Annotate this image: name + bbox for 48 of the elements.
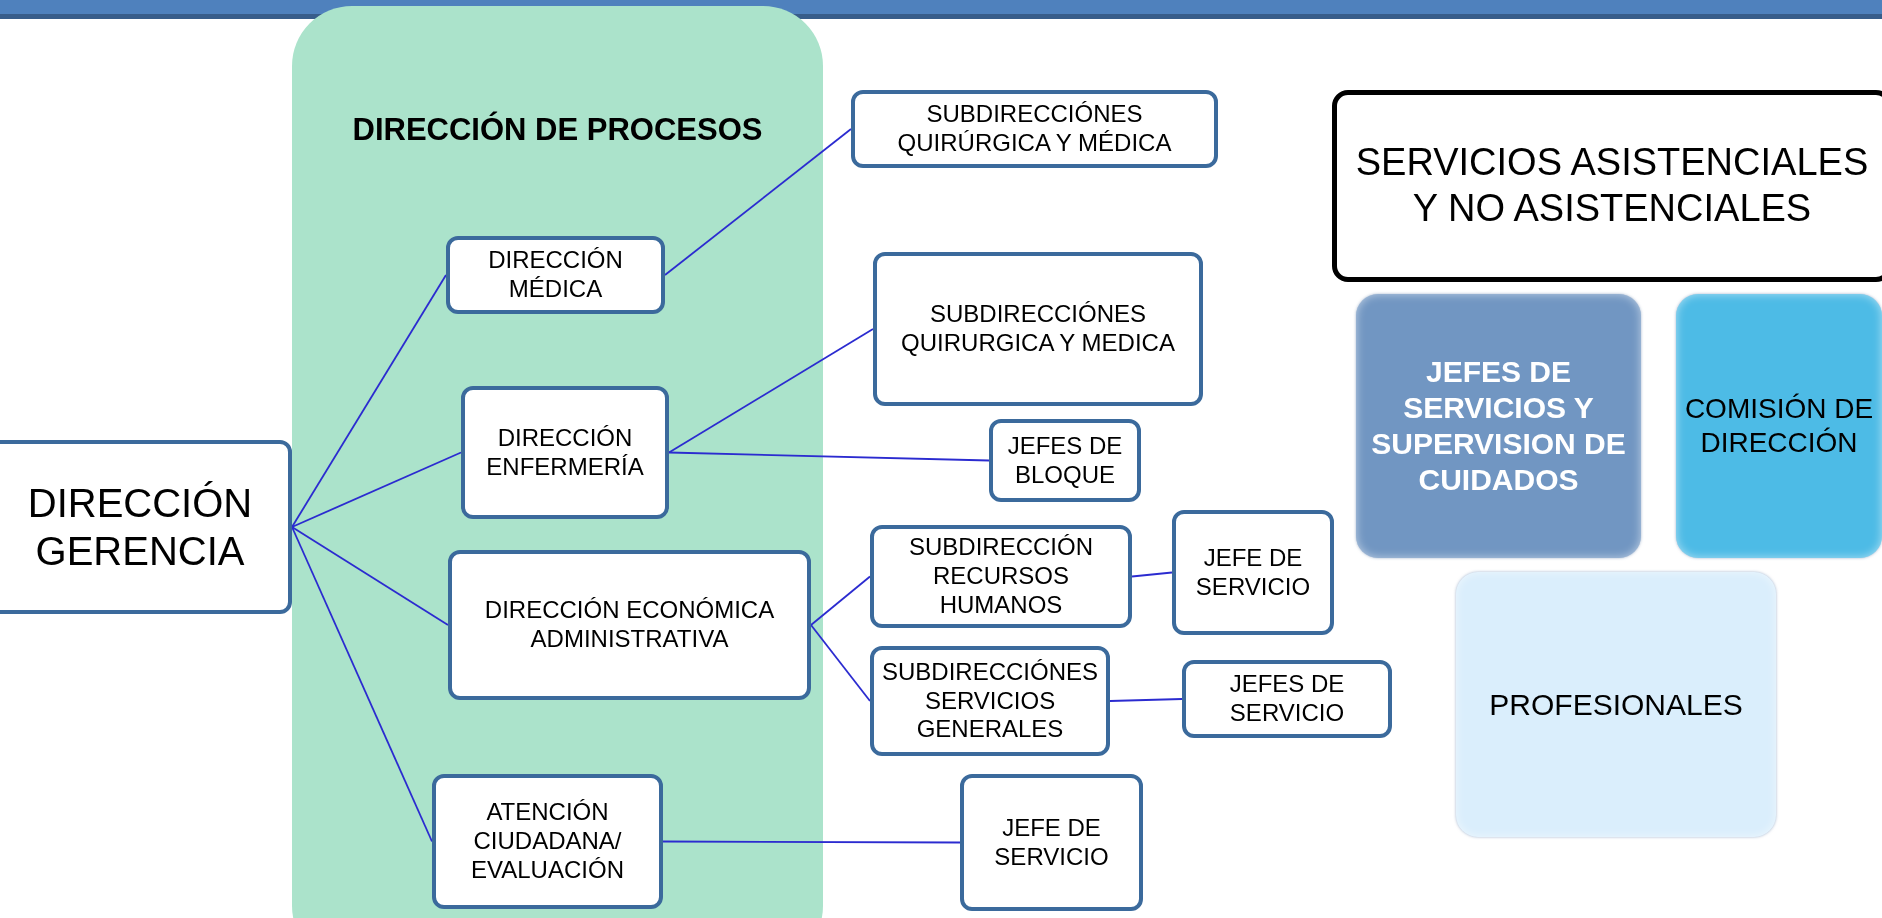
role-tile <box>1676 294 1882 558</box>
connector-line <box>810 624 871 702</box>
box-label: JEFES DE SERVICIOS Y SUPERVISION DE CUIDADOS <box>1370 354 1627 498</box>
box-label: JEFES DE BLOQUE <box>1006 431 1124 490</box>
process-box <box>432 774 663 909</box>
box-label: DIRECCIÓN ECONÓMICA ADMINISTRATIVA <box>483 596 776 654</box>
box-label: ATENCIÓN CIUDADANA/ EVALUACIÓN <box>470 798 625 885</box>
role-tile <box>1456 572 1776 837</box>
connector-line <box>662 840 961 844</box>
group-panel <box>292 6 823 918</box>
box-label: SUBDIRECCIÓN RECURSOS HUMANOS <box>908 533 1094 620</box>
process-box <box>960 774 1143 911</box>
process-box <box>446 236 665 314</box>
box-label: JEFES DE SERVICIO <box>1228 670 1346 728</box>
category-box <box>1332 90 1882 282</box>
process-box <box>1182 660 1392 738</box>
process-box <box>870 525 1132 628</box>
connector-line <box>291 274 447 528</box>
box-label: DIRECCIÓN ENFERMERÍA <box>485 423 645 482</box>
box-label: SUBDIRECCIÓNES QUIRÚRGICA Y MÉDICA <box>896 100 1173 158</box>
process-box <box>461 386 669 519</box>
box-label: PROFESIONALES <box>1488 686 1744 723</box>
box-label: DIRECCIÓN GERENCIA <box>26 480 254 575</box>
box-label: SUBDIRECCIÓNES QUIRURGICA Y MEDICA <box>900 300 1176 358</box>
box-label: DIRECCIÓN MÉDICA <box>487 246 624 304</box>
connector-line <box>291 526 449 626</box>
process-box <box>870 646 1110 756</box>
process-box <box>0 440 292 614</box>
role-tile <box>1356 294 1641 558</box>
connector-line <box>668 328 874 454</box>
connector-line <box>1131 571 1173 578</box>
process-box <box>989 419 1141 502</box>
box-label: JEFE DE SERVICIO <box>1194 543 1312 602</box>
panel-heading: DIRECCIÓN DE PROCESOS <box>351 111 764 149</box>
process-box <box>851 90 1218 168</box>
process-box <box>873 252 1203 406</box>
connector-line <box>664 128 852 276</box>
box-label: SERVICIOS ASISTENCIALES Y NO ASISTENCIALES <box>1354 140 1870 231</box>
connector-line <box>1109 698 1183 702</box>
process-box <box>448 550 811 700</box>
box-label: SUBDIRECCIÓNES SERVICIOS GENERALES <box>881 657 1100 745</box>
process-box <box>1172 510 1334 635</box>
box-label: COMISIÓN DE DIRECCIÓN <box>1683 392 1875 460</box>
connector-line <box>291 451 462 528</box>
connector-line <box>291 526 433 843</box>
box-label: JEFE DE SERVICIO <box>993 813 1110 872</box>
connector-line <box>810 575 871 626</box>
connector-line <box>668 451 990 462</box>
